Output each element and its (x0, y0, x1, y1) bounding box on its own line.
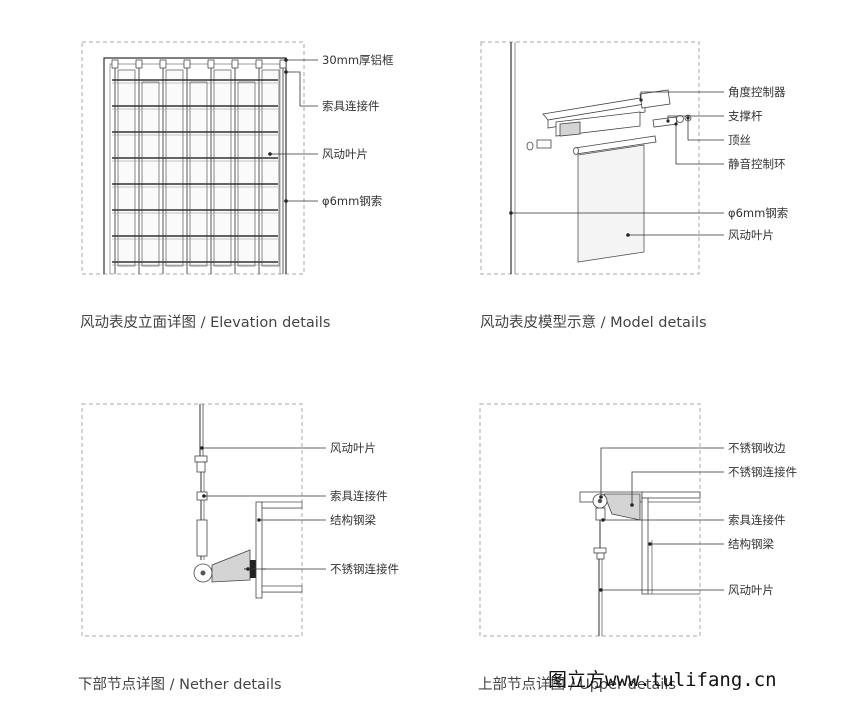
label-model-cable: φ6mm钢索 (728, 206, 788, 220)
label-upper-stainless: 不锈钢连接件 (728, 465, 797, 479)
elevation-blade (213, 69, 232, 267)
elevation-blade (261, 69, 280, 267)
label-support-rod: 支撑杆 (728, 109, 763, 123)
watermark: 图立方www.tulifang.cn (548, 669, 777, 691)
elevation-blade (141, 81, 160, 267)
label-rigging-connector: 索具连接件 (322, 99, 380, 113)
caption-model: 风动表皮模型示意 / Model details (480, 313, 707, 331)
label-model-blade: 风动叶片 (728, 228, 774, 242)
model-panel: 角度控制器 支撑杆 顶丝 静音控制环 φ6mm钢索 风动叶片 风动表皮模型示意 … (480, 41, 788, 331)
label-stainless-trim: 不锈钢收边 (728, 441, 786, 455)
label-upper-rigging: 索具连接件 (728, 513, 786, 527)
label-upper-beam: 结构钢梁 (728, 537, 774, 551)
model-frame (480, 41, 700, 275)
elevation-blade (189, 81, 208, 267)
model-leaders (509, 91, 724, 237)
elevation-connector (135, 59, 143, 69)
caption-nether: 下部节点详图 / Nether details (78, 676, 282, 693)
label-nether-blade: 风动叶片 (330, 441, 376, 455)
elevation-connector (279, 59, 287, 69)
elevation-blade (117, 69, 136, 267)
caption-upper: 上部节点详图 / Upper details (478, 676, 676, 693)
label-angle-controller: 角度控制器 (728, 85, 786, 99)
upper-leaders (599, 447, 724, 592)
elevation-connector (111, 59, 119, 69)
label-wind-blade: 风动叶片 (322, 147, 368, 161)
elevation-connector (207, 59, 215, 69)
elevation-connector (183, 59, 191, 69)
elevation-leaders (268, 58, 318, 203)
label-set-screw: 顶丝 (728, 133, 751, 147)
elevation-panel: 30mm厚铝框 索具连接件 风动叶片 φ6mm钢索 风动表皮立面详图 / Ele… (80, 41, 394, 331)
elevation-connector (255, 59, 263, 69)
label-steel-cable: φ6mm钢索 (322, 194, 382, 208)
elevation-drawing (103, 57, 287, 274)
label-aluminum-frame: 30mm厚铝框 (322, 53, 394, 67)
elevation-blade (165, 69, 184, 267)
label-silent-ring: 静音控制环 (728, 157, 786, 171)
elevation-connector (231, 59, 239, 69)
nether-leaders (200, 446, 326, 571)
upper-panel: 不锈钢收边 不锈钢连接件 索具连接件 结构钢梁 风动叶片 上部节点详图 / Up… (478, 403, 797, 693)
label-nether-rigging: 索具连接件 (330, 489, 388, 503)
elevation-connector (159, 59, 167, 69)
model-wind-blade (577, 144, 645, 263)
elevation-frame (81, 41, 305, 275)
label-nether-beam: 结构钢梁 (330, 513, 376, 527)
caption-elevation: 风动表皮立面详图 / Elevation details (80, 314, 330, 331)
elevation-blade (237, 81, 256, 267)
label-nether-stainless: 不锈钢连接件 (330, 562, 399, 576)
label-upper-blade: 风动叶片 (728, 583, 774, 597)
nether-panel: 风动叶片 索具连接件 结构钢梁 不锈钢连接件 下部节点详图 / Nether d… (78, 403, 399, 693)
angle-controller-assembly (526, 89, 692, 155)
